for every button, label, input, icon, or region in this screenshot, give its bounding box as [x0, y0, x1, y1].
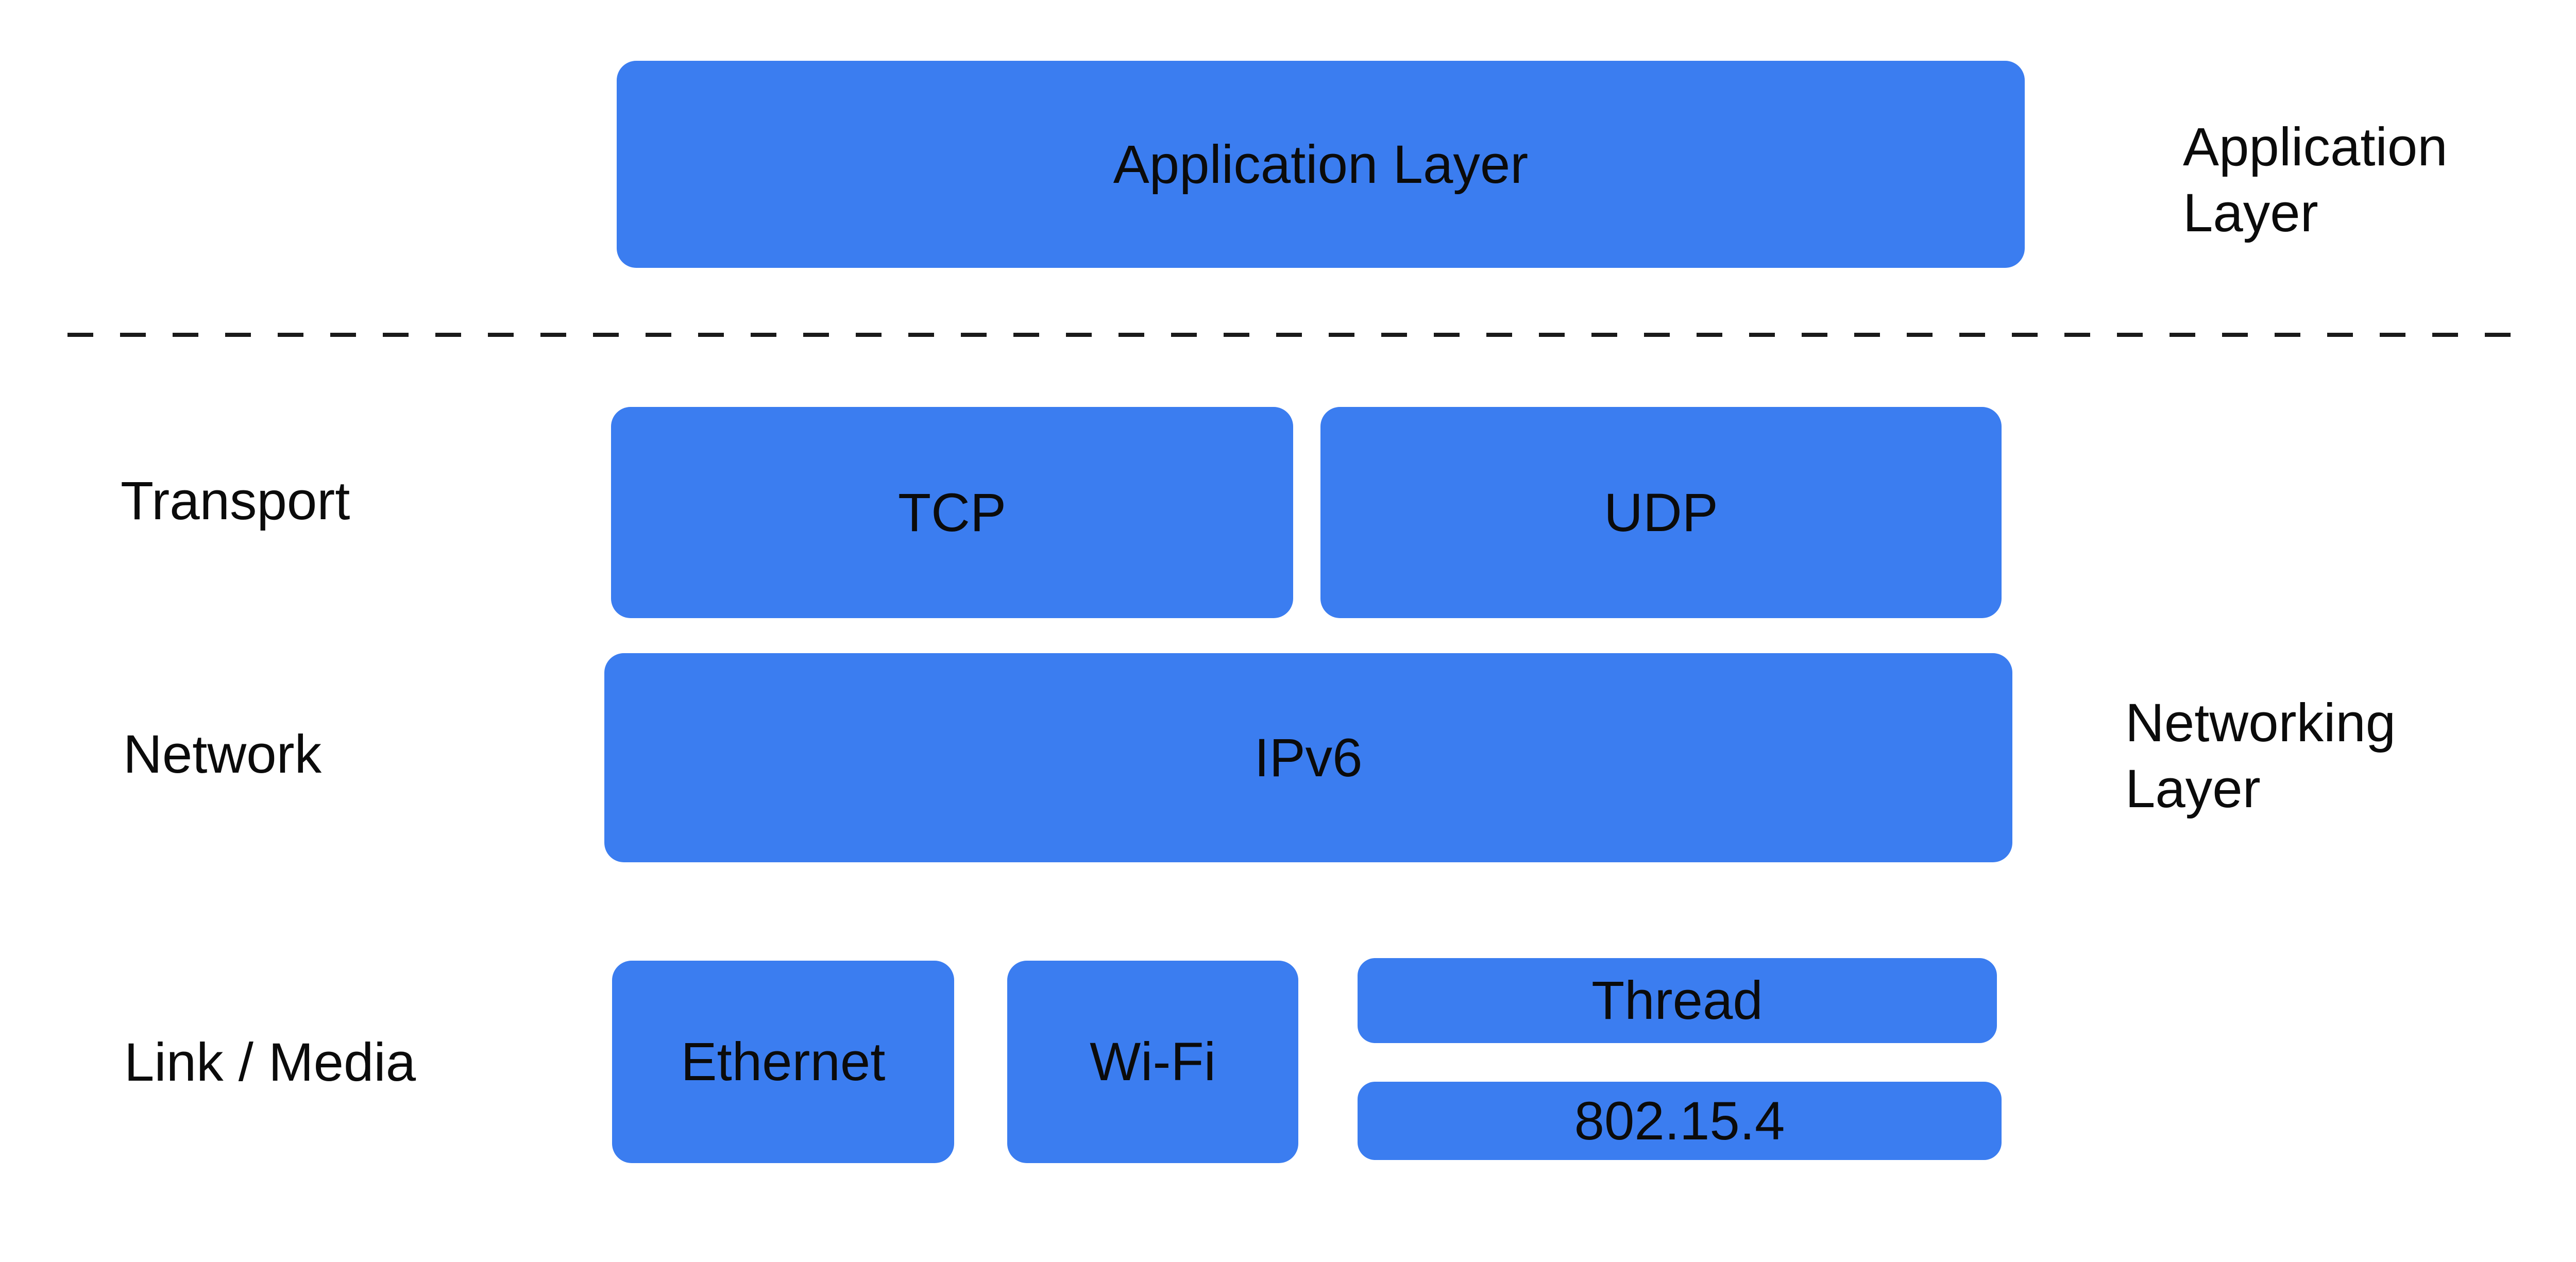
tcp-box-label: TCP — [898, 482, 1006, 543]
udp-box: UDP — [1320, 407, 2002, 618]
networking-layer-side-label: Networking Layer — [2125, 693, 2396, 819]
application-layer-box-label: Application Layer — [1113, 134, 1529, 195]
ethernet-box: Ethernet — [612, 961, 954, 1163]
thread-box: Thread — [1358, 958, 1997, 1043]
ipv6-box: IPv6 — [604, 653, 2012, 862]
wifi-box-label: Wi-Fi — [1090, 1032, 1216, 1092]
tcp-box: TCP — [611, 407, 1293, 618]
ethernet-box-label: Ethernet — [681, 1032, 886, 1092]
link-media-row-label: Link / Media — [124, 1032, 416, 1093]
transport-row-label: Transport — [121, 471, 350, 531]
ieee-802-15-4-box-label: 802.15.4 — [1574, 1090, 1785, 1151]
application-layer-box: Application Layer — [617, 61, 2025, 268]
application-layer-side-label: Application Layer — [2183, 117, 2448, 243]
network-row-label: Network — [123, 724, 322, 785]
udp-box-label: UDP — [1604, 482, 1718, 543]
wifi-box: Wi-Fi — [1007, 961, 1298, 1163]
ipv6-box-label: IPv6 — [1254, 727, 1363, 788]
thread-box-label: Thread — [1591, 970, 1763, 1031]
dashed-divider — [67, 333, 2511, 337]
ieee-802-15-4-box: 802.15.4 — [1358, 1082, 2002, 1160]
